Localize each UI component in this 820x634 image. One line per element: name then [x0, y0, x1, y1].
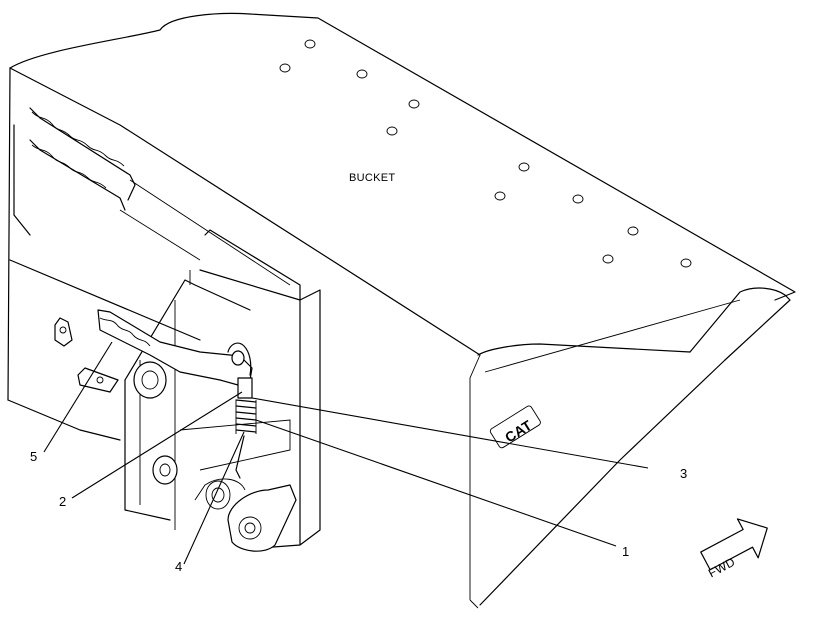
cat-logo-outline — [489, 405, 541, 449]
bucket-label: BUCKET — [349, 172, 396, 184]
bolt-holes — [279, 39, 692, 268]
callout-4: 4 — [175, 559, 183, 574]
callout-3: 3 — [680, 466, 688, 481]
callout-5: 5 — [30, 449, 38, 464]
fwd-arrow-shape — [700, 518, 768, 571]
spring-coil — [235, 399, 257, 434]
callout-2: 2 — [59, 494, 67, 509]
callout-1: 1 — [622, 544, 630, 559]
